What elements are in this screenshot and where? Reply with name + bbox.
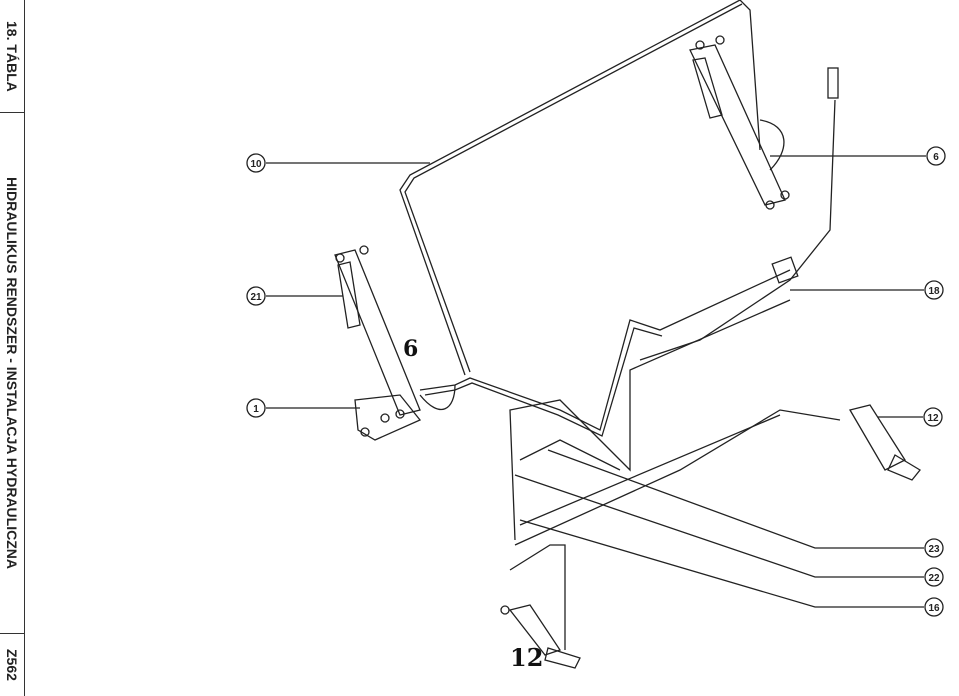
callout-number: 12 xyxy=(927,413,939,424)
callout-22: 22 xyxy=(514,474,944,587)
large-label-6: 6 xyxy=(403,336,418,362)
callout-number: 16 xyxy=(928,603,940,614)
cylinder-left xyxy=(334,245,422,441)
callout-18: 18 xyxy=(790,280,944,300)
callout-number: 23 xyxy=(928,544,940,555)
divider xyxy=(0,633,24,634)
callout-number: 1 xyxy=(253,404,259,415)
divider xyxy=(0,112,24,113)
lever-bottom xyxy=(500,604,581,669)
diagram-code-text: Z562 xyxy=(4,649,20,681)
lever-right xyxy=(849,404,921,481)
table-number-text: 18. TÁBLA xyxy=(4,20,20,92)
callout-number: 18 xyxy=(928,286,940,297)
callout-16: 16 xyxy=(519,519,944,617)
callout-number: 10 xyxy=(250,159,262,170)
callout-6: 6 xyxy=(770,146,946,166)
diagram-title-text: HIDRAULIKUS RENDSZER - INSTALACJA HYDRAU… xyxy=(4,177,20,569)
cylinder-right xyxy=(689,35,790,210)
large-label-12: 12 xyxy=(510,643,543,672)
callout-number: 6 xyxy=(933,152,939,163)
pipes xyxy=(399,0,841,650)
diagram-code: Z562 xyxy=(0,634,24,696)
callout-10: 10 xyxy=(246,153,430,173)
callout-12: 12 xyxy=(878,407,943,427)
callout-21: 21 xyxy=(246,286,343,306)
title-strip: 18. TÁBLA HIDRAULIKUS RENDSZER - INSTALA… xyxy=(0,0,25,696)
callout-23: 23 xyxy=(547,449,944,558)
table-number: 18. TÁBLA xyxy=(0,0,24,112)
callout-1: 1 xyxy=(246,398,360,418)
valve-block xyxy=(771,67,839,284)
callout-number: 21 xyxy=(250,292,262,303)
diagram-title: HIDRAULIKUS RENDSZER - INSTALACJA HYDRAU… xyxy=(0,113,24,633)
callout-number: 22 xyxy=(928,573,940,584)
